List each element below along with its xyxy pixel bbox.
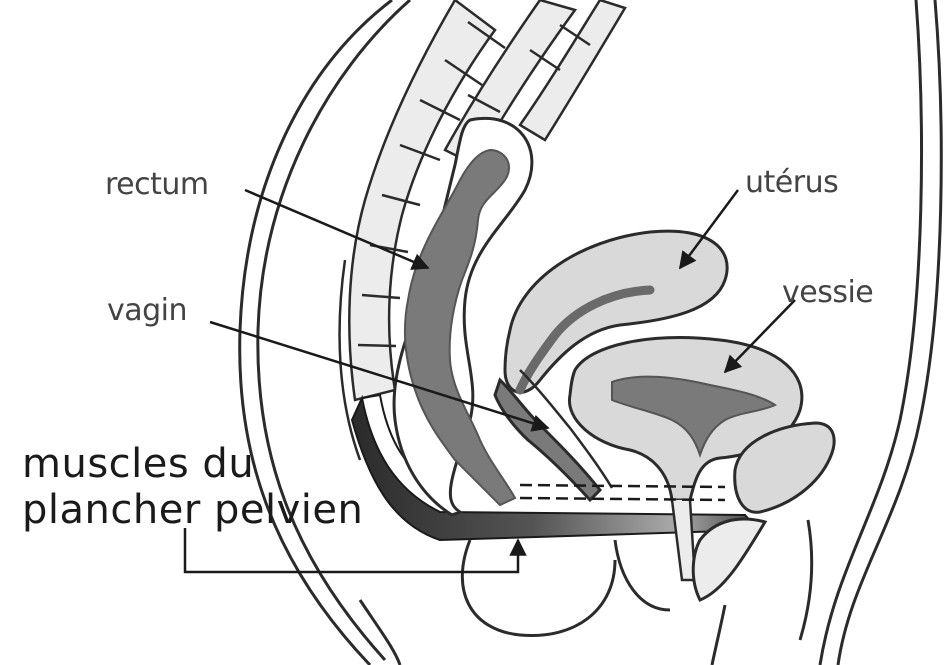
rectum-label: rectum: [105, 170, 209, 200]
uterus-label: utérus: [745, 168, 838, 198]
muscles-label-line1: muscles du: [22, 444, 254, 484]
muscles-label-line2: plancher pelvien: [22, 490, 363, 530]
bladder-label: vessie: [782, 278, 873, 308]
vagina-label: vagin: [107, 296, 187, 326]
